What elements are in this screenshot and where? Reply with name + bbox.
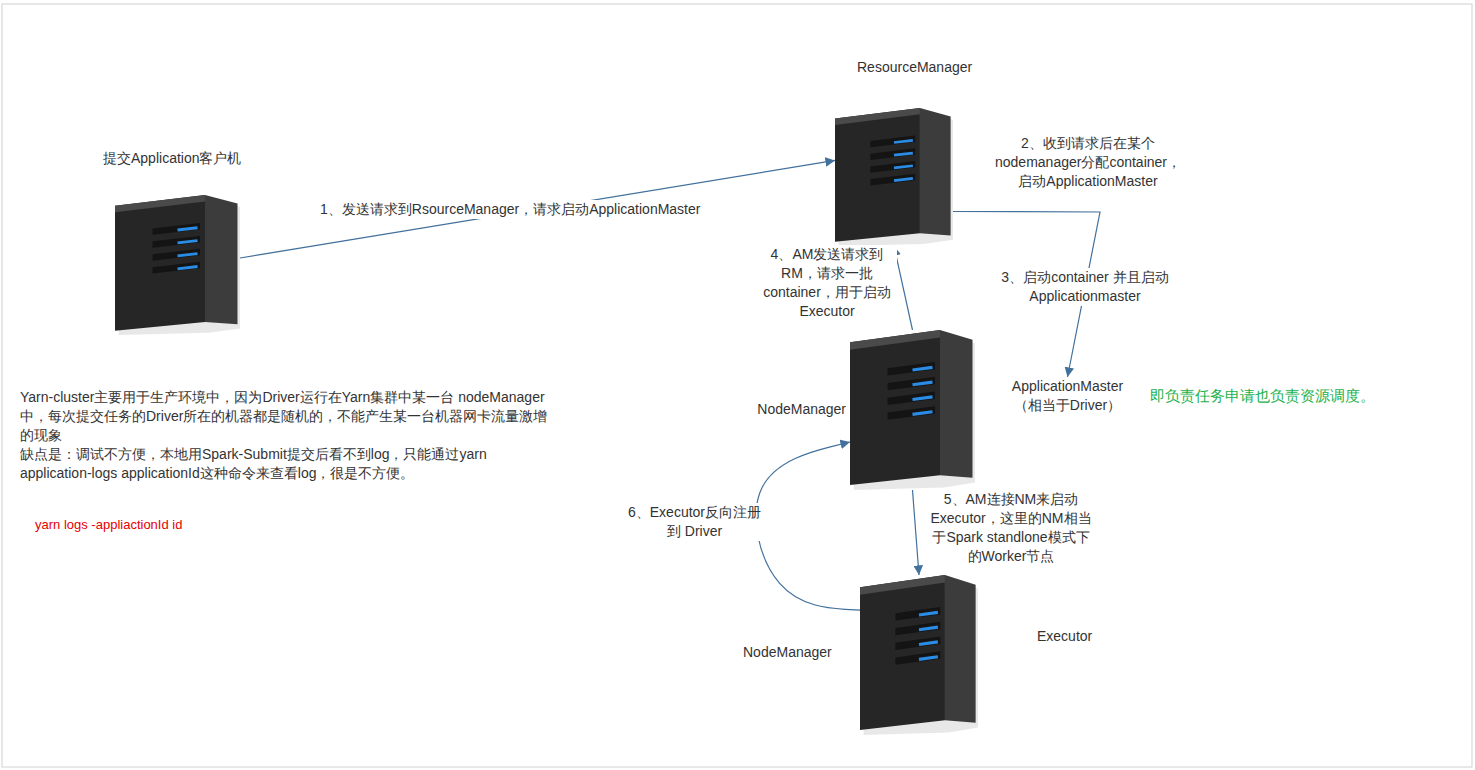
server-slot	[895, 637, 940, 651]
server-node: ResourceManager	[835, 108, 953, 246]
annotation: 即负责任务申请也负责资源调度。	[1150, 386, 1450, 405]
edge-label: 5、AM连接NM来启动 Executor，这里的NM相当于Spark stand…	[930, 490, 1092, 566]
node-text: ResourceManager	[857, 58, 1017, 77]
server-light	[178, 241, 198, 243]
connector-arrow	[240, 160, 835, 258]
frame-border	[2, 4, 1472, 767]
server-slot	[888, 377, 936, 391]
server-slot	[888, 406, 936, 420]
server-light	[894, 140, 913, 142]
server-light	[913, 397, 933, 400]
node-text: NodeManager	[740, 400, 846, 419]
server-slot	[870, 148, 915, 160]
server-top-edge	[860, 575, 945, 595]
note-text: 缺点是：调试不方便，本地用Spark-Submit提交后看不到log，只能通过y…	[20, 445, 550, 483]
server-node: NodeManager	[850, 330, 975, 490]
server-light	[178, 267, 198, 269]
node-text: 提交Application客户机	[103, 149, 283, 168]
node-text: Executor	[1037, 627, 1137, 646]
server-slot	[870, 136, 915, 148]
server-light	[178, 228, 198, 230]
server-light	[913, 412, 933, 415]
server-side	[205, 195, 238, 324]
server-slot	[895, 607, 940, 621]
server-icon	[860, 575, 978, 735]
connector-arrow	[756, 442, 860, 610]
server-top-edge	[850, 330, 940, 350]
edge-label: 6、Executor反向注册到 Driver	[622, 503, 767, 541]
server-front	[115, 195, 205, 331]
server-side	[940, 330, 973, 478]
server-front	[835, 108, 920, 242]
annotation: 3、启动container 并且启动Applicationmaster	[985, 268, 1185, 306]
server-front	[860, 575, 945, 730]
server-top-edge	[115, 195, 205, 212]
server-light	[913, 382, 933, 385]
server-light	[894, 166, 913, 168]
server-icon	[835, 108, 953, 246]
server-light	[919, 657, 938, 660]
server-slot	[153, 262, 201, 274]
server-top-edge	[835, 108, 920, 125]
text-node: ApplicationMaster （相当于Driver）	[1000, 377, 1135, 417]
server-light	[894, 153, 913, 155]
server-light	[913, 367, 933, 370]
server-slot	[888, 392, 936, 406]
server-light	[894, 178, 913, 180]
server-slot	[870, 174, 915, 186]
edge-label: 2、收到请求后在某个 nodemanager分配container， 启动App…	[993, 134, 1183, 191]
node-text: ApplicationMaster （相当于Driver）	[1000, 377, 1135, 415]
server-slot	[153, 223, 201, 235]
server-slot	[895, 622, 940, 636]
server-slot	[895, 651, 940, 665]
server-light	[919, 627, 938, 630]
server-front	[850, 330, 940, 485]
server-node: 提交Application客户机	[115, 195, 240, 335]
annotation: yarn logs -appliactionId id	[35, 515, 335, 534]
server-node: NodeManagerExecutor	[860, 575, 978, 735]
server-slot	[888, 362, 936, 376]
note-text: Yarn-cluster主要用于生产环境中，因为Driver运行在Yarn集群中…	[20, 388, 550, 445]
server-light	[919, 612, 938, 615]
edge-label: 4、AM发送请求到 RM，请求一批 container，用于启动Executor	[757, 245, 897, 321]
note-block: Yarn-cluster主要用于生产环境中，因为Driver运行在Yarn集群中…	[20, 388, 550, 483]
server-side	[920, 108, 951, 235]
server-slot	[153, 236, 201, 248]
edge-label: 1、发送请求到RsourceManager，请求启动ApplicationMas…	[320, 200, 760, 219]
server-side	[945, 575, 976, 723]
server-slot	[870, 161, 915, 173]
server-light	[178, 254, 198, 256]
server-light	[919, 642, 938, 645]
connector-arrow	[913, 490, 920, 575]
server-icon	[115, 195, 240, 335]
server-slot	[153, 249, 201, 261]
server-icon	[850, 330, 975, 490]
node-text: NodeManager	[743, 643, 855, 662]
